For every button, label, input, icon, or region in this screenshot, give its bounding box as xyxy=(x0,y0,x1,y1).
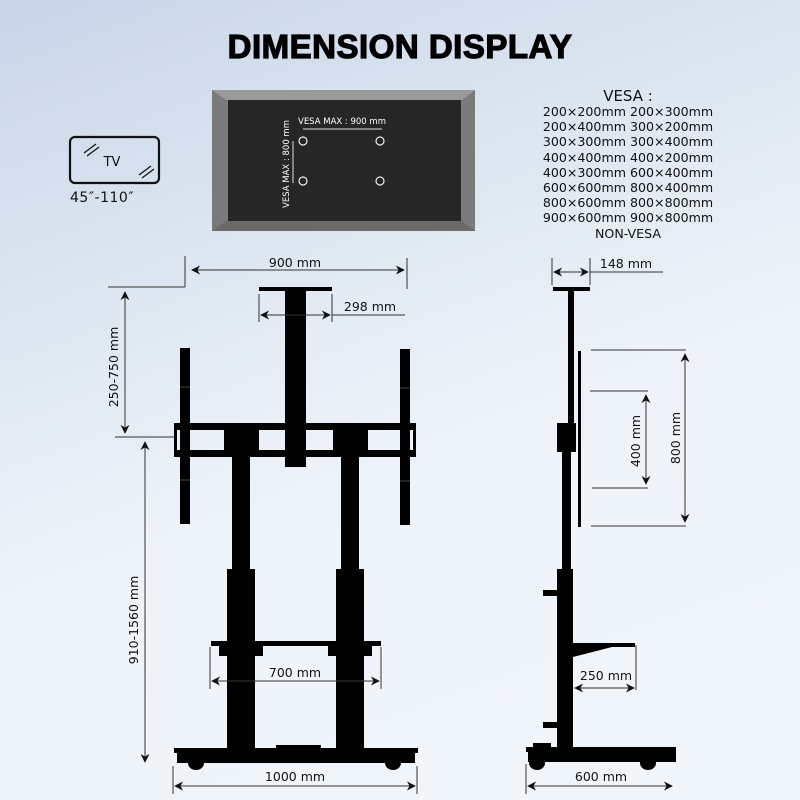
page-title: DIMENSION DISPLAY xyxy=(227,27,573,65)
vesa-size: 200×300mm xyxy=(630,104,714,119)
vesa-hole-icon xyxy=(298,136,308,146)
vesa-heading: VESA : xyxy=(603,87,653,105)
vesa-size: 600×400mm xyxy=(630,164,714,180)
vesa-size: 400×400mm xyxy=(542,149,626,165)
vesa-size: 200×400mm xyxy=(542,119,626,135)
vesa-row: 900×600mm 900×800mm xyxy=(528,210,728,225)
vesa-size: 300×200mm xyxy=(630,119,714,135)
tv-icon: TV xyxy=(68,135,161,185)
dim-bracket-inner: 400 mm xyxy=(628,415,643,467)
vesa-footer: NON-VESA xyxy=(595,225,661,241)
mount-plate: VESA MAX : 900 mm VESA MAX : 800 mm xyxy=(212,90,475,231)
dim-width-top: 900 mm xyxy=(269,255,321,270)
vesa-size: 300×300mm xyxy=(542,134,626,150)
dim-base-width: 1000 mm xyxy=(265,769,325,784)
vesa-row: 400×300mm 600×400mm xyxy=(528,165,728,180)
dim-base-depth: 600 mm xyxy=(575,769,627,784)
vesa-compatibility-list: VESA : 200×200mm 200×300mm 200×400mm 300… xyxy=(528,88,728,241)
vesa-size: 600×600mm xyxy=(542,180,626,196)
vesa-size: 400×300mm xyxy=(542,164,626,180)
dim-shelf-width: 700 mm xyxy=(269,665,321,680)
dim-total-height: 910-1560 mm xyxy=(126,576,141,665)
front-view: 900 mm 298 mm 250-750 mm 910-1560 mm 700… xyxy=(106,255,418,794)
vesa-hole-icon xyxy=(375,176,385,186)
vesa-hole-icon xyxy=(375,136,385,146)
vesa-size: 200×200mm xyxy=(542,104,626,119)
tv-label: TV xyxy=(103,155,121,170)
dim-top-bracket: 298 mm xyxy=(344,299,396,314)
dim-height-adjust: 250-750 mm xyxy=(106,327,121,408)
vesa-row: 200×200mm 200×300mm xyxy=(528,104,728,119)
vesa-size: 800×400mm xyxy=(630,180,714,196)
vesa-size: 400×200mm xyxy=(630,149,714,165)
vesa-row: 300×300mm 300×400mm xyxy=(528,134,728,149)
vesa-row: 200×400mm 300×200mm xyxy=(528,119,728,134)
vesa-row: 400×400mm 400×200mm xyxy=(528,150,728,165)
side-view: 148 mm 800 mm 400 mm 250 mm 600 mm xyxy=(525,256,690,794)
dim-bracket-outer: 800 mm xyxy=(668,412,683,464)
tv-size-range: 45″-110″ xyxy=(70,190,135,206)
dim-shelf-depth: 250 mm xyxy=(580,668,632,683)
vesa-size: 900×600mm xyxy=(542,210,626,226)
vesa-size: 900×800mm xyxy=(630,210,714,226)
vesa-max-vertical: VESA MAX : 800 mm xyxy=(282,120,292,208)
vesa-max-horizontal: VESA MAX : 900 mm xyxy=(298,117,386,127)
vesa-row: 600×600mm 800×400mm xyxy=(528,180,728,195)
vesa-row: 800×600mm 800×800mm xyxy=(528,195,728,210)
vesa-hole-icon xyxy=(298,176,308,186)
vesa-size: 800×600mm xyxy=(542,195,626,211)
vesa-size: 800×800mm xyxy=(630,195,714,211)
dim-top-depth: 148 mm xyxy=(600,256,652,271)
vesa-size: 300×400mm xyxy=(630,134,714,150)
